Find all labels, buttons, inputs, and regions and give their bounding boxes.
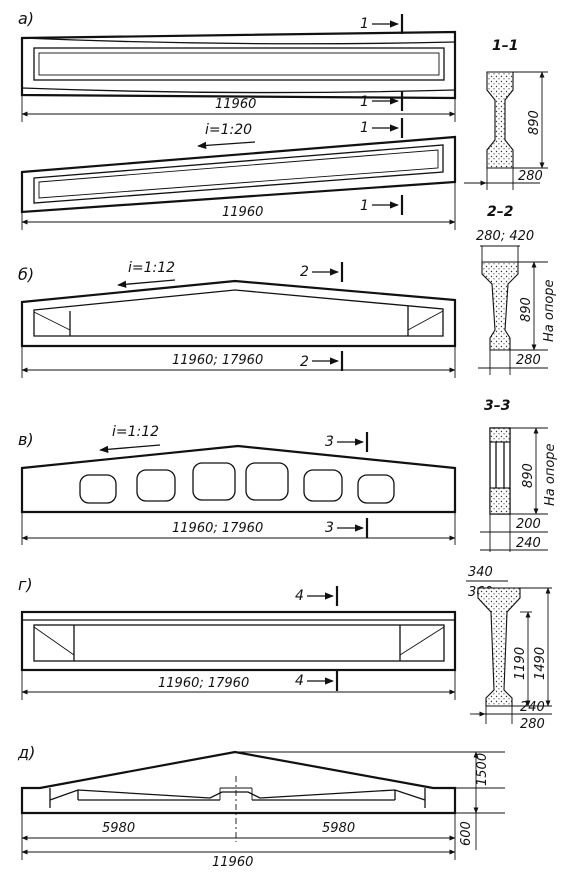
half-left-d: 5980 <box>102 821 135 836</box>
beam-d <box>20 750 457 842</box>
cut-mark-a1-bottom: 1 <box>360 91 404 111</box>
sec-width-3-3: 240 <box>516 536 541 551</box>
svg-text:2: 2 <box>300 264 309 280</box>
span-a2: 11960 <box>222 205 263 220</box>
beam-a1 <box>20 30 457 100</box>
span-a1: 11960 <box>215 97 256 112</box>
panel-a-label: а) <box>18 9 34 28</box>
panel-v-label: в) <box>18 430 34 449</box>
slope-v-text: i=1:12 <box>112 424 159 440</box>
h-ridge-d: 1500 <box>475 753 490 786</box>
beam-b <box>20 279 457 348</box>
sec-h-outer-4-4: 1490 <box>533 647 548 680</box>
sec-note-3-3: На опоре <box>543 443 558 506</box>
web-opening <box>136 469 176 502</box>
sec-width-inner-3-3: 200 <box>516 517 541 532</box>
span-v: 11960; 17960 <box>172 521 263 536</box>
dim-span-v: 11960; 17960 <box>21 512 456 545</box>
slope-b: i=1:12 <box>117 260 175 288</box>
web-opening <box>357 474 395 504</box>
panel-a: а) 1 11960 1 1 <box>18 9 548 230</box>
h-support-d: 600 <box>459 821 474 846</box>
sec-height-2-2: 890 <box>519 297 534 322</box>
dim-span-a2: 11960 <box>21 182 456 230</box>
slope-a: i=1:20 <box>197 122 256 150</box>
cut-mark-a2-top: 1 <box>360 118 404 138</box>
svg-text:1: 1 <box>360 198 369 214</box>
web-opening <box>192 462 236 501</box>
sec-w1-4-4: 240 <box>520 700 545 715</box>
dim-span-b: 11960; 17960 <box>21 346 456 378</box>
sec-top-2-2: 280; 420 <box>476 229 534 244</box>
svg-text:4: 4 <box>295 673 304 689</box>
sec-top1-4-4: 340 <box>468 565 493 580</box>
half-right-d: 5980 <box>322 821 355 836</box>
panel-d-label: д) <box>17 743 35 762</box>
section-1-1: 1–1 890 280 <box>464 38 548 190</box>
sec-note-2-2: На опоре <box>542 279 557 342</box>
panel-b-label: б) <box>18 265 34 284</box>
dim-height-d: 1500 600 <box>235 751 505 850</box>
panel-b: б) i=1:12 2 11960; 17960 2 <box>18 204 557 378</box>
span-b: 11960; 17960 <box>172 353 263 368</box>
cut-mark-g-bottom: 4 <box>295 671 339 691</box>
svg-text:2: 2 <box>300 354 309 370</box>
dim-halves-d: 5980 5980 11960 <box>21 813 456 870</box>
section-4-4: 340 360 1190 1490 240 280 <box>466 565 552 732</box>
slope-v: i=1:12 <box>99 424 161 453</box>
cut-mark-a2-bottom: 1 <box>360 195 404 215</box>
svg-text:3: 3 <box>325 520 334 536</box>
web-opening <box>245 462 289 501</box>
panel-v: в) i=1:12 3 11960; 17960 3 <box>18 398 558 552</box>
sec-h-inner-4-4: 1190 <box>513 647 528 680</box>
web-opening <box>303 469 343 502</box>
beam-g <box>20 610 457 672</box>
sec-height-3-3: 890 <box>521 463 536 488</box>
slope-a-text: i=1:20 <box>205 122 252 138</box>
cut-mark-b-top: 2 <box>300 262 344 282</box>
panel-d: д) 1500 600 5980 <box>17 743 505 870</box>
panel-g-label: г) <box>18 575 33 594</box>
span-g: 11960; 17960 <box>158 676 249 691</box>
section-title-3-3: 3–3 <box>484 398 510 414</box>
section-title-2-2: 2–2 <box>487 204 513 220</box>
dim-span-a1: 11960 <box>21 95 456 122</box>
sec-width-1-1: 280 <box>518 169 543 184</box>
svg-text:3: 3 <box>325 434 334 450</box>
slope-b-text: i=1:12 <box>128 260 175 276</box>
sec-height-1-1: 890 <box>527 110 542 135</box>
svg-text:1: 1 <box>360 94 369 110</box>
sec-width-2-2: 280 <box>516 353 541 368</box>
svg-text:4: 4 <box>295 588 304 604</box>
svg-text:1: 1 <box>360 120 369 136</box>
cut-mark-v-top: 3 <box>325 432 369 452</box>
svg-text:1: 1 <box>360 16 369 32</box>
cut-mark-a1-top: 1 <box>360 14 404 34</box>
cut-mark-b-bottom: 2 <box>300 351 344 371</box>
beam-v <box>20 444 457 514</box>
section-2-2: 2–2 280; 420 890 На опоре 280 <box>476 204 557 375</box>
section-title-1-1: 1–1 <box>492 38 518 54</box>
dim-span-g: 11960; 17960 <box>21 670 456 700</box>
cut-mark-v-bottom: 3 <box>325 518 369 538</box>
beam-a2 <box>20 135 457 214</box>
web-opening <box>79 474 117 504</box>
section-3-3: 3–3 890 На опоре 200 240 <box>480 398 558 552</box>
cut-mark-g-top: 4 <box>295 586 339 606</box>
sec-w2-4-4: 280 <box>520 717 545 732</box>
span-d: 11960 <box>212 855 253 870</box>
panel-g: г) 4 11960; 17960 4 340 <box>18 565 552 732</box>
